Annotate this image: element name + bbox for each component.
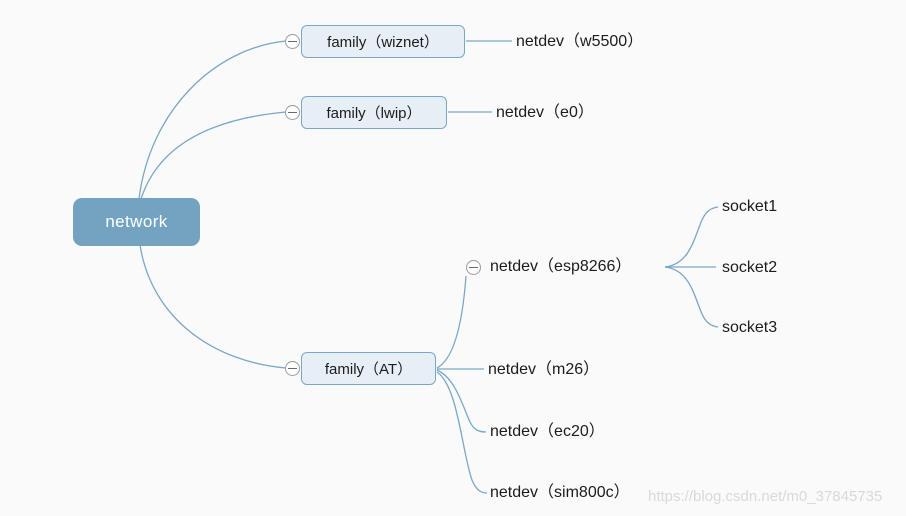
node-socket1[interactable]: socket1 xyxy=(722,199,777,215)
collapse-toggle-family-lwip[interactable] xyxy=(285,105,300,120)
node-netdev-esp8266[interactable]: netdev（esp8266） xyxy=(490,259,631,275)
node-netdev-e0-label: netdev（e0） xyxy=(496,104,594,121)
node-netdev-m26-label: netdev（m26） xyxy=(488,361,600,378)
node-netdev-esp8266-label: netdev（esp8266） xyxy=(490,258,632,275)
edge-netdev-esp8266-to-socket3 xyxy=(664,266,719,328)
node-socket3-label: socket3 xyxy=(722,319,778,336)
edge-root-to-family-at xyxy=(139,244,287,369)
node-netdev-e0[interactable]: netdev（e0） xyxy=(496,105,594,121)
node-socket2[interactable]: socket2 xyxy=(722,260,777,276)
root-node-network[interactable]: network xyxy=(73,198,200,246)
node-netdev-w5500-label: netdev（w5500） xyxy=(516,33,644,50)
collapse-toggle-family-at[interactable] xyxy=(285,361,300,376)
edge-family-at-to-netdev-sim800c xyxy=(436,371,488,494)
collapse-toggle-netdev-esp8266[interactable] xyxy=(466,260,481,275)
node-family-at[interactable]: family（AT） xyxy=(301,352,436,385)
root-node-label: network xyxy=(105,212,168,231)
node-family-lwip-label: family（lwip） xyxy=(326,105,422,122)
edge-netdev-esp8266-to-socket1 xyxy=(664,206,719,268)
watermark: https://blog.csdn.net/m0_37845735 xyxy=(648,488,882,505)
edge-root-to-family-wiznet xyxy=(138,40,287,200)
node-socket3[interactable]: socket3 xyxy=(722,320,777,336)
watermark-text: https://blog.csdn.net/m0_37845735 xyxy=(648,488,883,505)
node-family-lwip[interactable]: family（lwip） xyxy=(301,96,447,129)
node-socket1-label: socket1 xyxy=(722,198,778,215)
node-netdev-sim800c[interactable]: netdev（sim800c） xyxy=(490,485,630,501)
node-socket2-label: socket2 xyxy=(722,259,778,276)
node-netdev-sim800c-label: netdev（sim800c） xyxy=(490,484,630,501)
collapse-toggle-family-wiznet[interactable] xyxy=(285,34,300,49)
node-netdev-ec20[interactable]: netdev（ec20） xyxy=(490,424,605,440)
node-family-wiznet-label: family（wiznet） xyxy=(327,34,439,51)
node-family-at-label: family（AT） xyxy=(324,361,413,378)
edge-family-at-to-netdev-ec20 xyxy=(436,369,487,433)
edge-root-to-family-lwip xyxy=(140,111,287,200)
node-netdev-ec20-label: netdev（ec20） xyxy=(490,423,605,440)
node-netdev-w5500[interactable]: netdev（w5500） xyxy=(516,34,643,50)
edge-family-at-to-netdev-esp8266 xyxy=(436,275,467,369)
node-family-wiznet[interactable]: family（wiznet） xyxy=(301,25,465,58)
node-netdev-m26[interactable]: netdev（m26） xyxy=(488,362,599,378)
